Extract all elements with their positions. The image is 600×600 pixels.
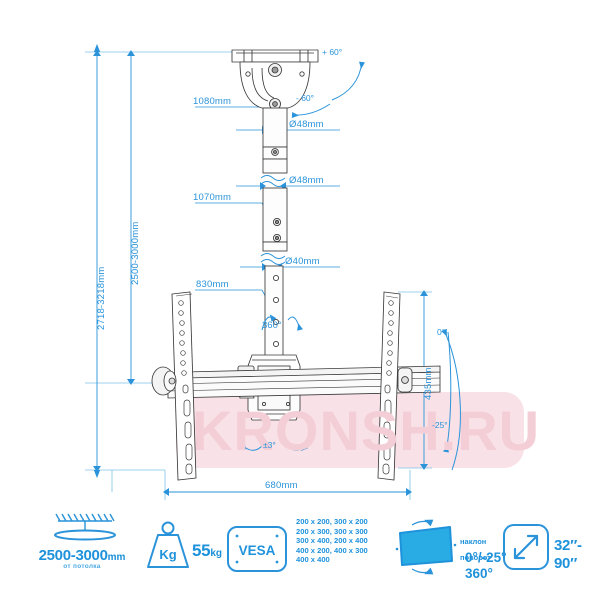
angle-pole-swivel-label: 360°: [262, 320, 282, 331]
spec-motion-label-1: поворот: [460, 553, 491, 562]
dimension-pole-middle-length-label: 1070mm: [193, 192, 232, 203]
dimension-extension-lines: [85, 51, 432, 500]
weight-icon: Kg: [147, 521, 189, 568]
crossbar: [167, 365, 441, 399]
spec-motion-value-0: 0°/-25°: [465, 550, 507, 565]
spec-max-weight-unit: kg: [210, 548, 222, 559]
spec-motion-label-0: наклон: [460, 537, 487, 546]
ceiling-plate: [231, 49, 319, 110]
pole-segment-upper: [262, 107, 288, 174]
dimension-bracket-width-label: 680mm: [265, 480, 298, 491]
dimension-ceiling-drop-label: 2500-3000mm: [130, 221, 141, 285]
pivot-hub-right: [397, 367, 413, 393]
dimension-diameters: [236, 129, 340, 268]
dimension-ceiling-drop: [127, 50, 135, 385]
weight-icon-label: Kg: [159, 547, 176, 562]
angle-ceiling-plate-tilt-down-label: - 60°: [296, 93, 315, 103]
spec-strip: 2500-3000mm от потолка Kg 55kg VESA: [0, 505, 600, 600]
dimension-pole-middle-diameter-label: Ø48mm: [289, 175, 324, 186]
vesa-pattern-0: 200 x 200, 300 x 200: [296, 517, 368, 526]
angle-arrows: [239, 61, 461, 471]
dimension-total-height-label: 2718-3218mm: [96, 266, 107, 330]
pole-segment-lower: [264, 265, 284, 367]
rail-left: [171, 291, 197, 481]
spec-max-weight: Kg 55kg: [136, 505, 232, 600]
dimension-pole-lower-diameter-label: Ø40mm: [285, 256, 320, 267]
vesa-pattern-1: 200 x 300, 300 x 300: [296, 526, 368, 536]
rail-right-holes: [382, 300, 394, 475]
rail-left-holes: [178, 300, 193, 475]
break-mark-middle: [260, 253, 286, 265]
spec-ceiling-distance: 2500-3000mm от потолка: [22, 505, 142, 600]
spec-vesa: VESA 200 x 200, 300 x 200 200 x 300, 300…: [226, 505, 406, 600]
angle-screen-tilt-max-label: -25°: [432, 420, 448, 430]
dimension-total-height: [93, 43, 101, 479]
spec-screen-size-value: 32″- 90″: [554, 537, 582, 572]
leader-lines: [195, 106, 273, 306]
spec-motion: наклон 0°/-25° поворот 360°: [395, 505, 528, 600]
angle-ceiling-plate-tilt-up-label: + 60°: [322, 47, 343, 57]
dimension-bracket-width: [163, 488, 412, 496]
vesa-pattern-3: 400 x 200, 400 x 300: [296, 545, 368, 555]
screen-tilt-icon: [395, 519, 457, 575]
pole-segment-middle: [262, 187, 288, 252]
dimension-pole-upper-length-label: 1080mm: [193, 96, 232, 107]
watermark-text: KRONSH.RU: [192, 399, 541, 462]
spec-screen-size: 32″- 90″: [503, 505, 600, 600]
dimension-bracket-height-label: 435mm: [423, 367, 434, 400]
vesa-icon-label: VESA: [239, 543, 276, 558]
diagonal-arrow-icon: [503, 524, 549, 570]
vesa-icon: VESA: [227, 526, 287, 572]
spec-ceiling-distance-value: 2500-3000: [38, 547, 108, 564]
vesa-pattern-2: 300 x 400, 200 x 400: [296, 536, 368, 546]
angle-crossbar-level-label: ±3°: [263, 440, 276, 450]
spec-ceiling-distance-unit: mm: [107, 552, 126, 563]
dimension-pole-lower-length-label: 830mm: [196, 279, 229, 290]
spec-ceiling-distance-note: от потолка: [63, 563, 101, 570]
vesa-pattern-4: 400 x 400: [296, 555, 330, 565]
angle-screen-tilt-zero-label: 0°: [437, 327, 446, 337]
spec-motion-value-1: 360°: [465, 566, 493, 581]
dimension-pole-upper-diameter-label: Ø48mm: [289, 119, 324, 130]
ceiling-hatch-icon: [54, 513, 116, 541]
break-mark-upper: [260, 175, 286, 187]
pivot-hub-left: [151, 366, 177, 396]
spec-max-weight-value: 55: [192, 541, 211, 560]
rail-right: [377, 291, 401, 481]
